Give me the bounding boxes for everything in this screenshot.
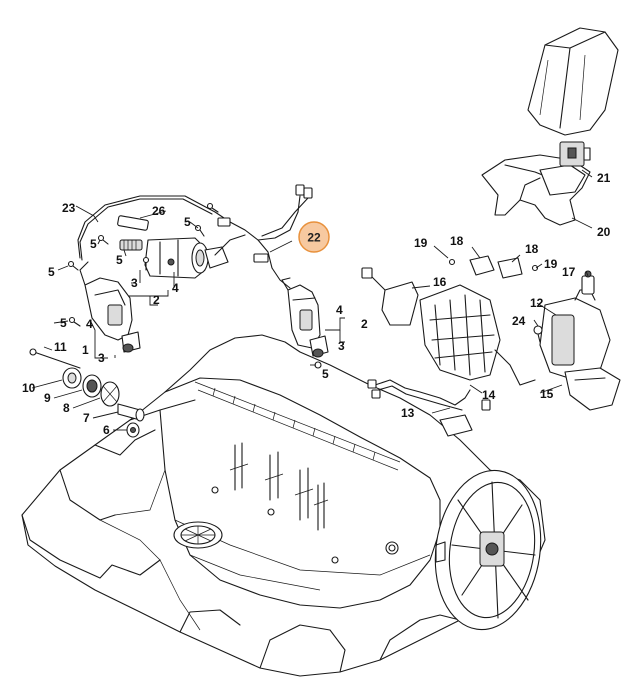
handle-housing xyxy=(481,154,591,226)
left-motor-assembly xyxy=(79,261,141,353)
label-26: 26 xyxy=(152,204,166,218)
label-4-b: 4 xyxy=(86,317,93,331)
bracket-16 xyxy=(361,267,419,326)
right-motor-assembly xyxy=(281,277,329,369)
clips-18-19 xyxy=(448,255,539,279)
switch-part xyxy=(559,141,591,167)
label-21: 21 xyxy=(597,171,611,185)
label-14: 14 xyxy=(482,388,496,402)
wire-harness xyxy=(77,184,313,289)
label-7: 7 xyxy=(83,411,90,425)
label-18-a: 18 xyxy=(450,234,464,248)
left-drive-assembly xyxy=(29,348,145,438)
label-16: 16 xyxy=(433,275,447,289)
label-1: 1 xyxy=(82,343,89,357)
mower-deck xyxy=(21,334,546,677)
label-17: 17 xyxy=(562,265,576,279)
label-10: 10 xyxy=(22,381,36,395)
housing-12 xyxy=(539,270,611,381)
label-2-b: 2 xyxy=(361,317,368,331)
center-motor-assembly xyxy=(117,215,229,279)
cable-13 xyxy=(367,379,491,437)
rear-wheel xyxy=(434,469,542,631)
label-8: 8 xyxy=(63,401,70,415)
callout-22[interactable]: 22 xyxy=(298,221,330,253)
label-5-f: 5 xyxy=(322,367,329,381)
label-5-d: 5 xyxy=(48,265,55,279)
label-15: 15 xyxy=(540,387,554,401)
label-13: 13 xyxy=(401,406,415,420)
label-2-a: 2 xyxy=(153,293,160,307)
label-4-c: 4 xyxy=(336,303,343,317)
label-3-b: 3 xyxy=(98,351,105,365)
screws xyxy=(67,202,219,327)
label-5-e: 5 xyxy=(60,316,67,330)
part-labels: 23 26 5 5 5 5 3 4 2 5 4 1 3 11 10 9 8 7 … xyxy=(22,171,611,437)
label-3-a: 3 xyxy=(131,276,138,290)
label-9: 9 xyxy=(44,391,51,405)
part-15 xyxy=(564,367,621,411)
callout-22-circle[interactable] xyxy=(298,221,330,253)
label-19-b: 19 xyxy=(544,257,558,271)
battery-cover xyxy=(527,27,619,136)
callout-22-label[interactable]: 22 xyxy=(307,231,321,245)
label-4-a: 4 xyxy=(172,281,179,295)
label-20: 20 xyxy=(597,225,611,239)
label-23: 23 xyxy=(62,201,76,215)
label-12: 12 xyxy=(530,296,544,310)
frame-14 xyxy=(419,284,536,386)
label-5-c: 5 xyxy=(116,253,123,267)
label-24: 24 xyxy=(512,314,526,328)
label-6: 6 xyxy=(103,423,110,437)
leader-lines xyxy=(31,169,593,431)
label-5-a: 5 xyxy=(184,215,191,229)
label-5-b: 5 xyxy=(90,237,97,251)
label-11: 11 xyxy=(54,340,67,354)
label-3-c: 3 xyxy=(338,339,345,353)
label-19-a: 19 xyxy=(414,236,428,250)
label-18-b: 18 xyxy=(525,242,539,256)
